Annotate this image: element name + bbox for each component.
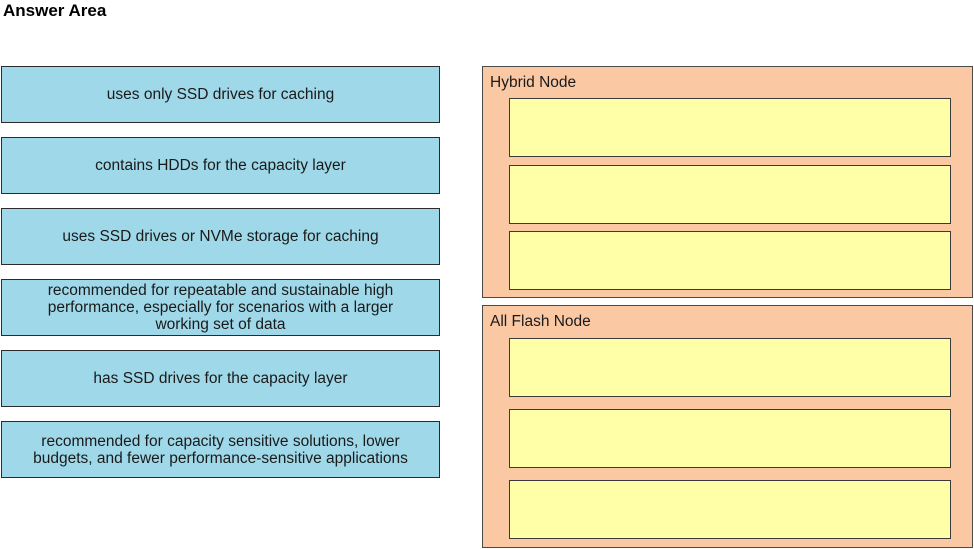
hybrid-node-label: Hybrid Node xyxy=(490,74,577,91)
option-capacity-sensitive[interactable]: recommended for capacity sensitive solut… xyxy=(1,421,440,478)
option-ssd-nvme-caching[interactable]: uses SSD drives or NVMe storage for cach… xyxy=(1,208,440,265)
all-flash-node-group: All Flash Node xyxy=(482,305,973,548)
all-flash-node-slot-3[interactable] xyxy=(509,480,951,539)
hybrid-node-slot-3[interactable] xyxy=(509,231,951,290)
answer-options-list: uses only SSD drives for caching contain… xyxy=(1,66,442,486)
option-sustainable-performance[interactable]: recommended for repeatable and sustainab… xyxy=(1,279,440,336)
option-label: recommended for capacity sensitive solut… xyxy=(33,432,408,467)
hybrid-node-slot-1[interactable] xyxy=(509,98,951,157)
option-hdd-capacity[interactable]: contains HDDs for the capacity layer xyxy=(1,137,440,194)
option-ssd-only-caching[interactable]: uses only SSD drives for caching xyxy=(1,66,440,123)
hybrid-node-group: Hybrid Node xyxy=(482,66,973,298)
all-flash-node-slot-1[interactable] xyxy=(509,338,951,397)
option-label: contains HDDs for the capacity layer xyxy=(95,157,346,174)
option-ssd-capacity[interactable]: has SSD drives for the capacity layer xyxy=(1,350,440,407)
all-flash-node-label: All Flash Node xyxy=(490,313,591,330)
option-label: recommended for repeatable and sustainab… xyxy=(47,282,394,333)
option-label: uses only SSD drives for caching xyxy=(106,86,335,103)
answer-area-title: Answer Area xyxy=(3,1,107,20)
option-label: has SSD drives for the capacity layer xyxy=(93,370,348,387)
option-label: uses SSD drives or NVMe storage for cach… xyxy=(62,228,379,245)
all-flash-node-slot-2[interactable] xyxy=(509,409,951,468)
hybrid-node-slot-2[interactable] xyxy=(509,165,951,224)
